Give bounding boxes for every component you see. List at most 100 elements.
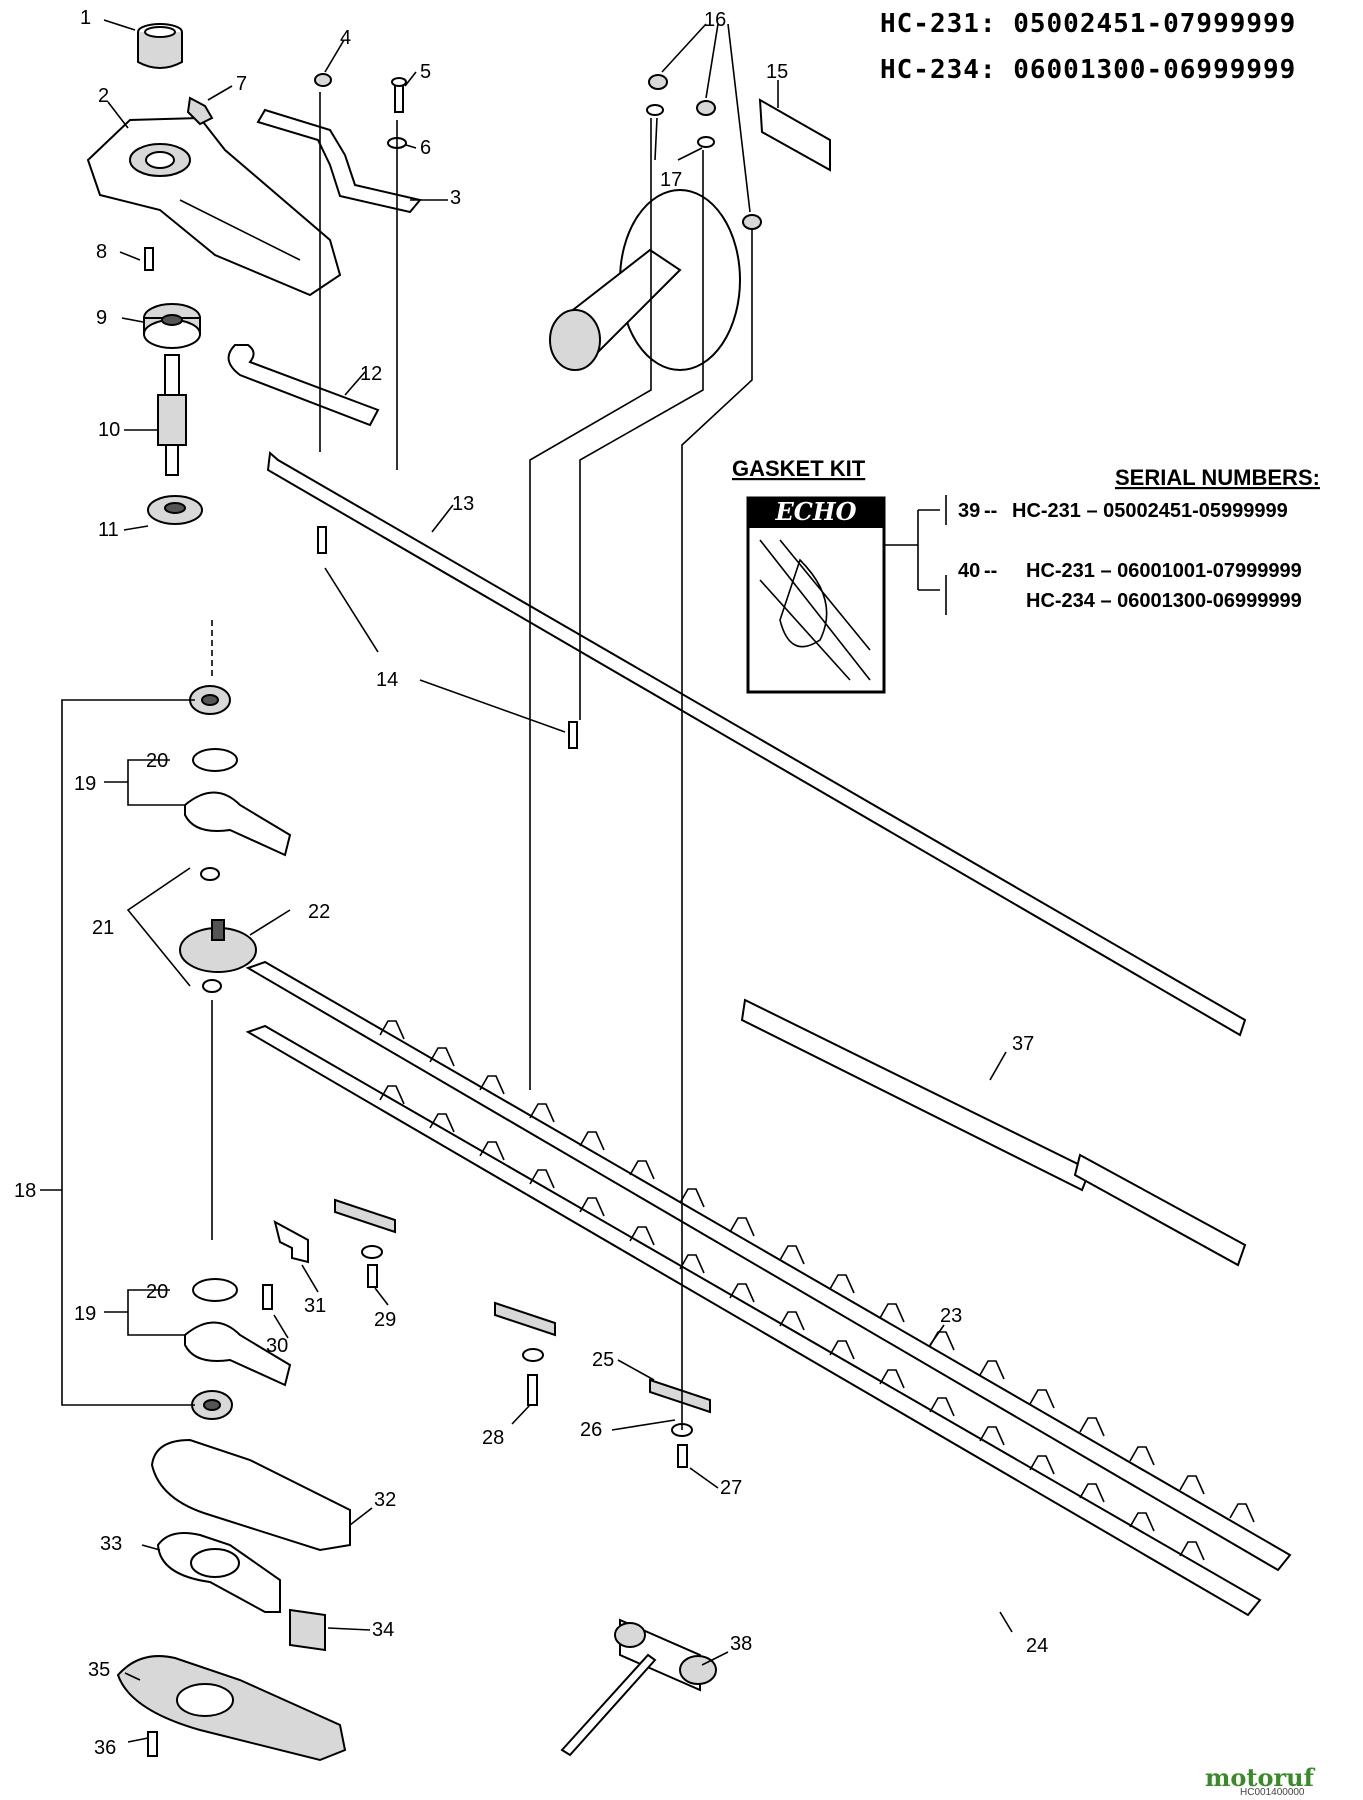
label-13: 13 [452, 493, 474, 515]
serial-bracket [884, 495, 947, 615]
part-16-nut-b [696, 100, 716, 116]
serial-entry-40-line-2: HC-234 – 06001300-06999999 [1026, 590, 1302, 612]
gear-housing-cylinder [549, 189, 741, 371]
label-9: 9 [96, 307, 107, 329]
part-19-connecting-rod-top [184, 791, 292, 857]
part-5-bolt [391, 77, 407, 113]
label-18: 18 [14, 1180, 36, 1202]
label-23: 23 [940, 1305, 962, 1327]
part-14-screw-a [317, 526, 327, 554]
part-21-bracket [126, 867, 191, 987]
part-12-plate [227, 344, 380, 427]
label-33: 33 [100, 1533, 122, 1555]
part-23-upper-blade [245, 960, 1292, 1572]
part-19-connecting-rod-bottom [184, 1321, 292, 1387]
label-11: 11 [98, 519, 119, 541]
label-3: 3 [450, 187, 461, 209]
serial-numbers-title: SERIAL NUMBERS: [1115, 465, 1320, 490]
model-serial-hc231: HC-231: 05002451-07999999 [880, 9, 1296, 39]
part-13-guide-bar [266, 450, 1247, 1037]
label-20-top: 20 [146, 750, 168, 772]
serial-entry-39-line: HC-231 – 05002451-05999999 [1012, 500, 1288, 522]
label-29: 29 [374, 1309, 396, 1331]
part-25-spacer-c [649, 1378, 711, 1414]
label-14: 14 [376, 669, 398, 691]
gasket-kit-title: GASKET KIT [732, 456, 866, 481]
part-28-bolt [527, 1374, 538, 1406]
label-17: 17 [660, 169, 682, 191]
part-25-spacer-b [494, 1301, 556, 1337]
label-24: 24 [1026, 1635, 1048, 1657]
part-22-gear [179, 919, 257, 973]
label-31: 31 [304, 1295, 326, 1317]
label-34: 34 [372, 1619, 394, 1641]
label-15: 15 [766, 61, 788, 83]
part-9-bearing [143, 303, 201, 349]
part-19-bracket-bottom [104, 1289, 185, 1336]
part-37-blade-cover [740, 998, 1247, 1267]
part-11-bearing [147, 495, 203, 525]
label-6: 6 [420, 137, 431, 159]
serial-entry-39-number: 39 [958, 500, 980, 522]
part-18-bracket [40, 699, 195, 1406]
part-26-washer-a [361, 1245, 383, 1259]
part-1-cap [137, 23, 183, 69]
part-17-washer-b [697, 136, 715, 148]
label-25: 25 [592, 1349, 614, 1371]
leader-lines [103, 19, 1013, 1743]
part-19-bracket-top [104, 759, 185, 806]
part-20-ring-bottom [192, 1278, 238, 1302]
label-22: 22 [308, 901, 330, 923]
part-17-washer-a [646, 104, 664, 116]
label-1: 1 [80, 7, 91, 29]
part-35-cover [116, 1655, 347, 1762]
part-8-screw [144, 247, 154, 271]
serial-entry-40-sep: -- [984, 560, 997, 582]
diagram-code: HC001400000 [1240, 1787, 1305, 1798]
label-37: 37 [1012, 1033, 1034, 1055]
part-25-spacer-a [334, 1198, 396, 1234]
part-3-bracket [256, 108, 422, 214]
watermark-brand: motoruf [1205, 1763, 1316, 1792]
echo-logo: ECHO [775, 497, 857, 526]
label-19-bottom: 19 [74, 1303, 96, 1325]
serial-entry-40-number: 40 [958, 560, 980, 582]
serial-entry-40-line-1: HC-231 – 06001001-07999999 [1026, 560, 1302, 582]
label-12: 12 [360, 363, 382, 385]
part-32-gasket [150, 1438, 351, 1552]
part-2-gear-case [86, 116, 342, 297]
part-34-clip [289, 1608, 326, 1652]
label-35: 35 [88, 1659, 110, 1681]
label-32: 32 [374, 1489, 396, 1511]
part-number-labels: 1 2 3 4 5 6 7 8 9 10 11 12 13 14 15 16 1… [14, 7, 1048, 1759]
part-18-bearing-top [189, 685, 231, 715]
label-36: 36 [94, 1737, 116, 1759]
label-30: 30 [266, 1335, 288, 1357]
label-16: 16 [704, 9, 726, 31]
part-21-washer-a [200, 867, 220, 881]
part-15-label-plate [758, 98, 831, 172]
part-30-bolt [262, 1284, 273, 1310]
part-10-pinion-shaft [157, 354, 187, 476]
part-18-bearing-bottom [191, 1390, 233, 1420]
label-5: 5 [420, 61, 431, 83]
label-2: 2 [98, 85, 109, 107]
label-27: 27 [720, 1477, 742, 1499]
label-4: 4 [340, 27, 351, 49]
part-14-screw-b [568, 721, 578, 749]
model-serial-hc234: HC-234: 06001300-06999999 [880, 55, 1296, 85]
serial-entry-39-sep: -- [984, 500, 997, 522]
part-26-washer-b [522, 1348, 544, 1362]
label-8: 8 [96, 241, 107, 263]
label-38: 38 [730, 1633, 752, 1655]
part-16-nut-a [648, 74, 668, 90]
part-29-bolt [367, 1264, 378, 1288]
part-33-gasket [156, 1532, 281, 1613]
part-36-screw [147, 1731, 158, 1757]
assembly-lines [319, 92, 753, 1430]
label-10: 10 [98, 419, 120, 441]
label-20-bottom: 20 [146, 1281, 168, 1303]
label-19-top: 19 [74, 773, 96, 795]
